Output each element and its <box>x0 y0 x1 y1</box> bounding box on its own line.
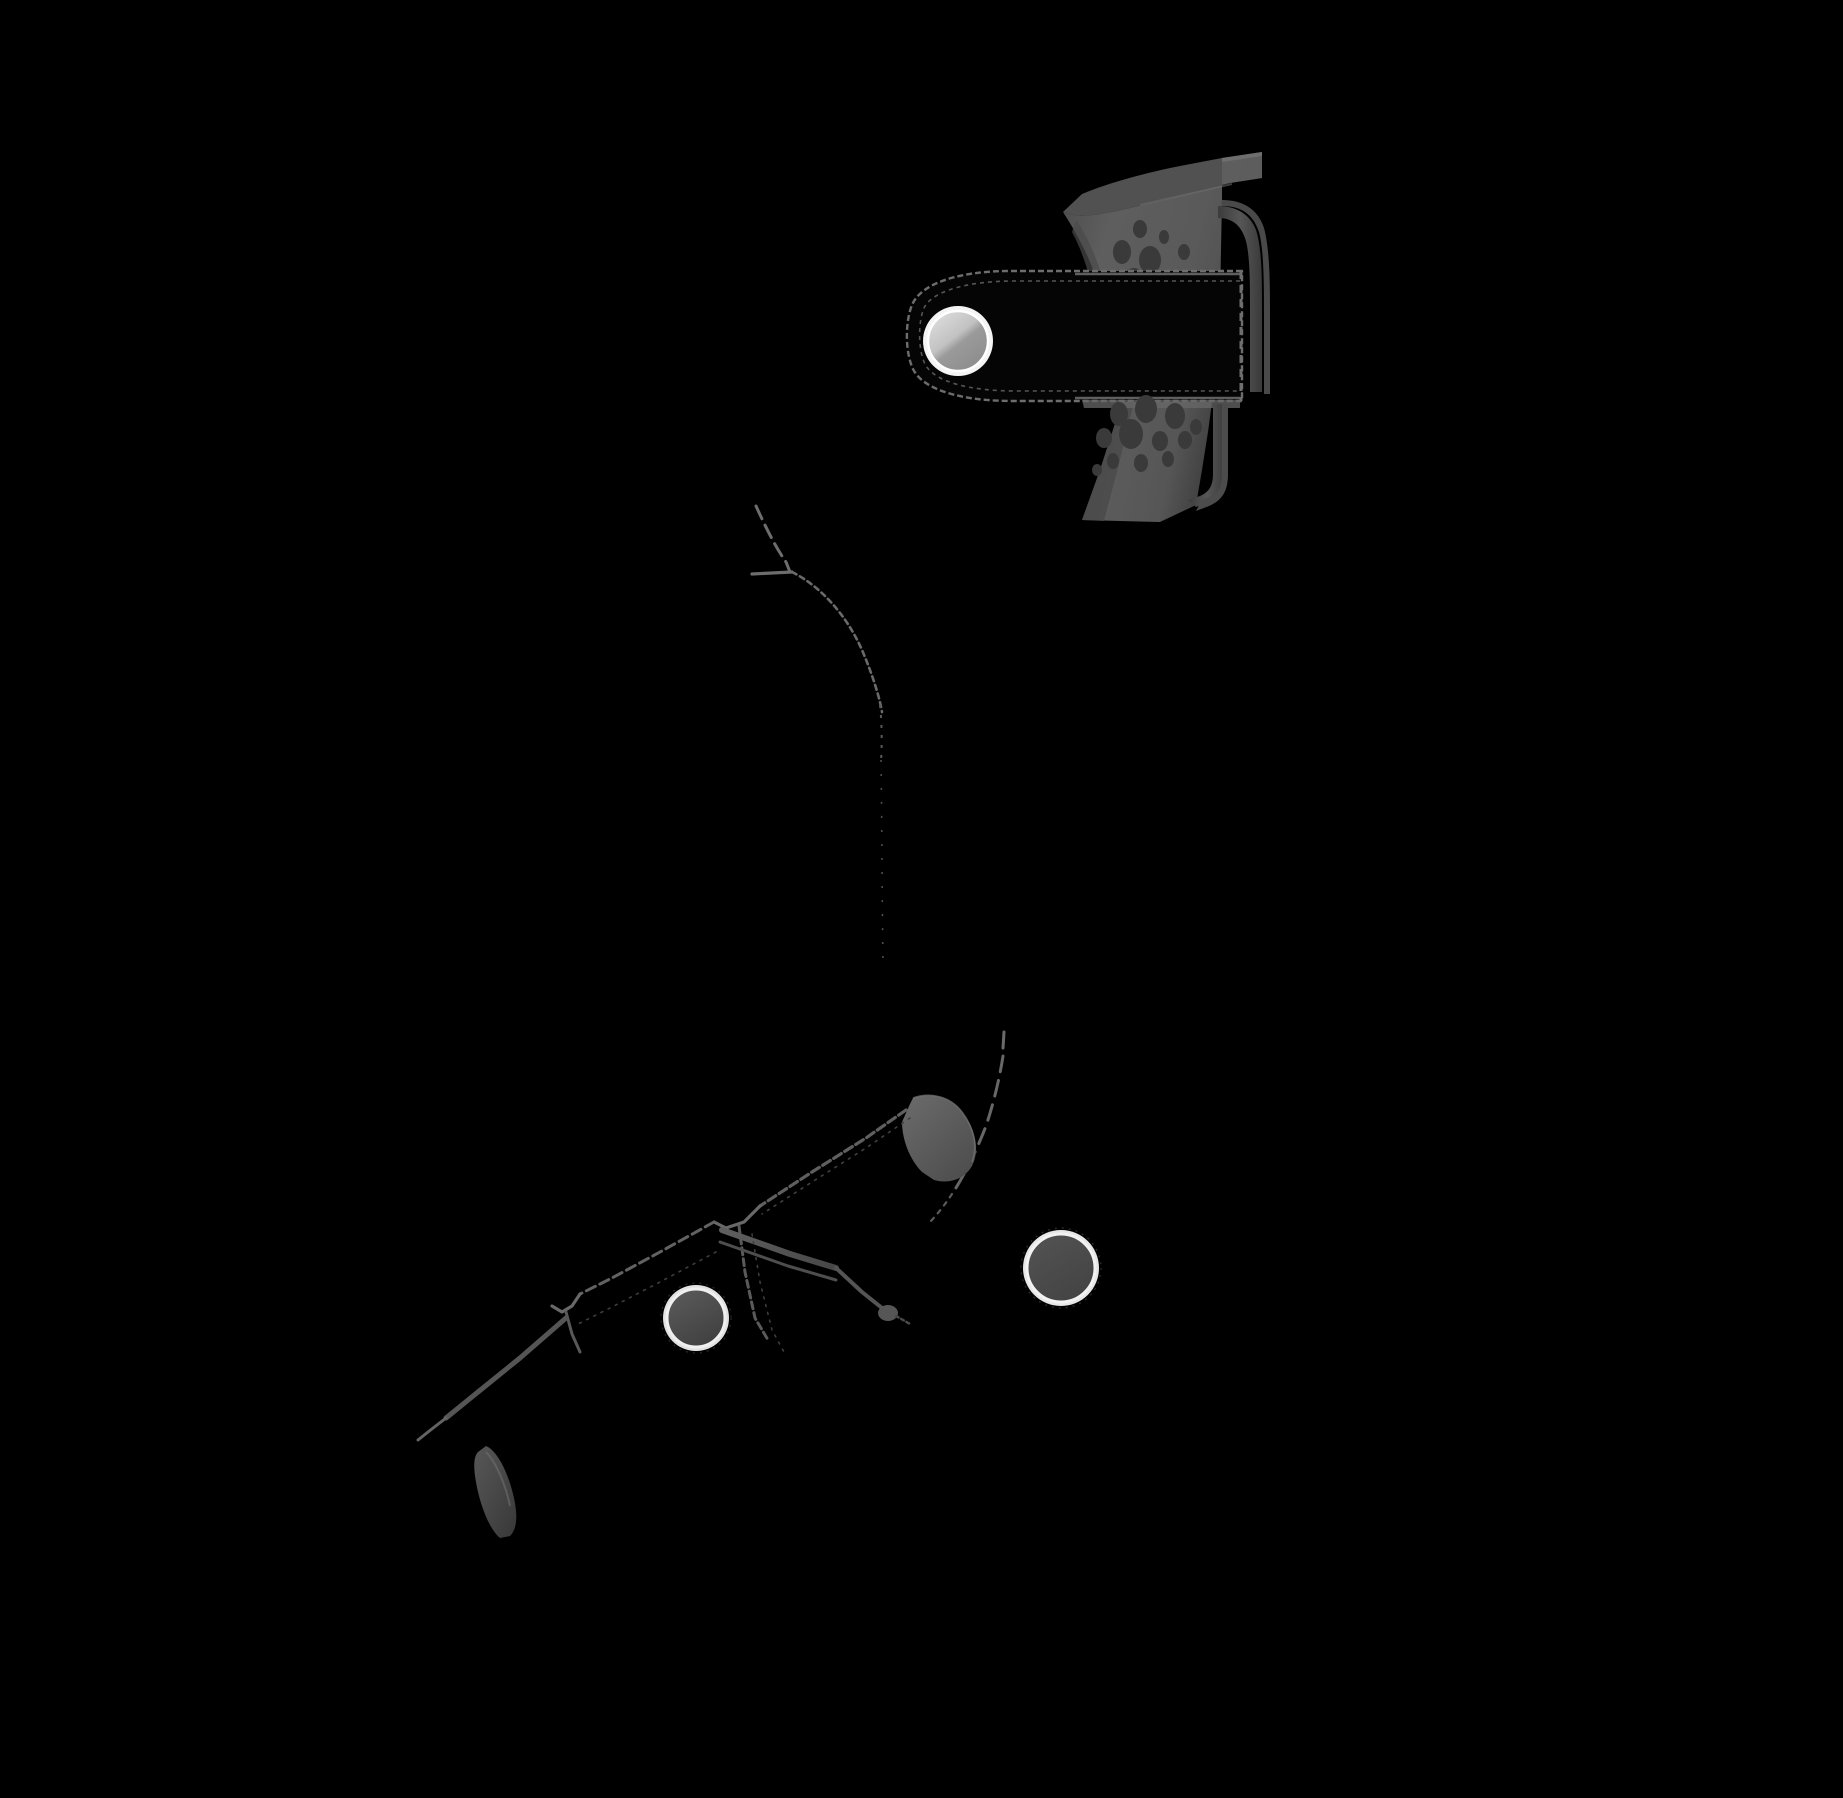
snap-button[interactable] <box>923 306 993 376</box>
frame-struts <box>416 1108 912 1442</box>
wedge-shape <box>902 1094 977 1182</box>
pitcher-lower-perforations <box>1092 395 1202 476</box>
tail-fin <box>474 1446 517 1538</box>
button-left[interactable] <box>660 1282 732 1354</box>
pitcher-handle-lower <box>1188 404 1228 511</box>
wire-outline-lower <box>880 759 1006 1226</box>
wire-outline-upper <box>750 504 884 763</box>
pitcher-handle-upper <box>1218 200 1270 394</box>
strap-band <box>905 269 1244 403</box>
button-right[interactable] <box>1020 1227 1102 1309</box>
